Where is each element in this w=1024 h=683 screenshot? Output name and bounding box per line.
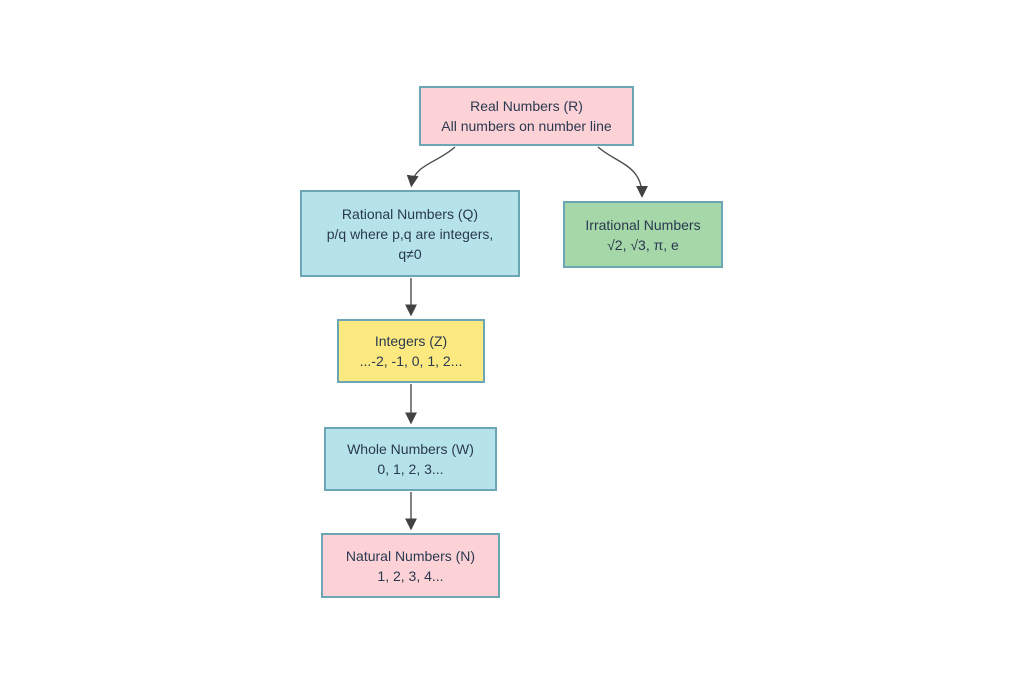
- node-title: Real Numbers (R): [470, 98, 583, 114]
- node-description: 0, 1, 2, 3...: [377, 461, 444, 477]
- node-title: Rational Numbers (Q): [341, 205, 479, 222]
- connector-real-to-irrational[interactable]: [597, 146, 648, 198]
- node-title: Natural Numbers (N): [345, 547, 476, 564]
- node-title: Integers (Z): [374, 333, 448, 349]
- node-description: ...-2, -1, 0, 1, 2...: [359, 353, 463, 369]
- node-description: 1, 2, 3, 4...: [377, 567, 444, 584]
- node-description: All numbers on number line: [441, 118, 612, 134]
- node-real-numbers[interactable]: Real Numbers (R) All numbers on number l…: [419, 86, 634, 146]
- node-irrational-numbers[interactable]: Irrational Numbers √2, √3, π, e: [563, 201, 723, 268]
- node-rational-numbers[interactable]: Rational Numbers (Q) p/q where p,q are i…: [300, 190, 520, 277]
- node-description: p/q where p,q are integers,: [326, 225, 494, 242]
- node-title: Whole Numbers (W): [347, 441, 474, 457]
- connector-real-to-rational[interactable]: [406, 146, 456, 188]
- node-description: q≠0: [398, 245, 422, 262]
- node-whole-numbers[interactable]: Whole Numbers (W) 0, 1, 2, 3...: [324, 427, 497, 491]
- node-integers[interactable]: Integers (Z) ...-2, -1, 0, 1, 2...: [337, 319, 485, 383]
- node-natural-numbers[interactable]: Natural Numbers (N) 1, 2, 3, 4...: [321, 533, 500, 598]
- node-title: Irrational Numbers: [585, 216, 701, 233]
- node-description: √2, √3, π, e: [607, 236, 679, 253]
